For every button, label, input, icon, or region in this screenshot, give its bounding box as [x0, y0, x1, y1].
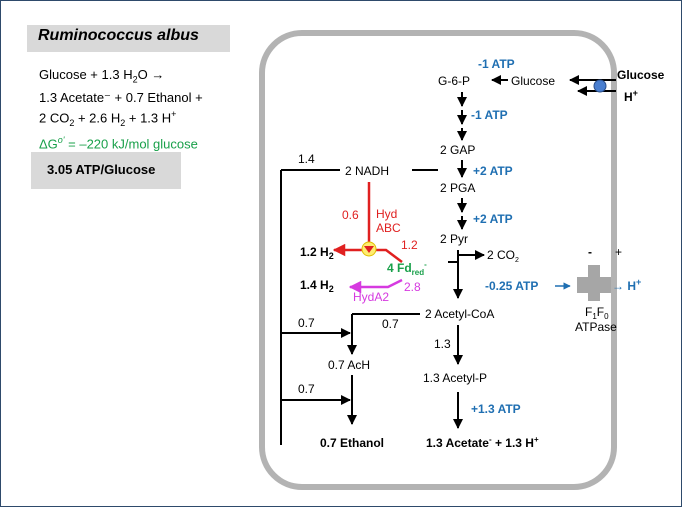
metabolite-g6p: G-6-P: [438, 74, 470, 88]
atp-yield-box: [31, 152, 181, 189]
product-acetate: 1.3 Acetate- + 1.3 H+: [426, 435, 539, 450]
metabolite-fd-red: 4 Fdred-: [387, 260, 427, 277]
external-proton: H+: [624, 88, 638, 104]
product-h2-hyda2: 1.4 H2: [300, 278, 334, 294]
transporter-icon: [593, 79, 607, 93]
equation-line-3: 2 CO2 + 2.6 H2 + 1.3 H+: [39, 108, 177, 128]
membrane-sign-minus: -: [588, 245, 592, 259]
free-energy: ΔGo' = –220 kJ/mol glucose: [39, 134, 198, 151]
flux-nadh-to-ethanol: 1.4: [298, 152, 315, 166]
proton-export: → H+: [612, 277, 641, 293]
hyda2-fd-line: [348, 278, 403, 294]
metabolite-ach: 0.7 AcH: [328, 358, 370, 372]
metabolite-pyr: 2 Pyr: [440, 232, 468, 246]
product-ethanol: 0.7 Ethanol: [320, 436, 384, 450]
hydabc-bifurcation-icon: [364, 246, 374, 253]
atpase-label: ATPase: [575, 320, 617, 334]
atp-label-atpase: -0.25 ATP: [485, 279, 538, 293]
enzyme-hydabc-line2: ABC: [376, 221, 401, 235]
flux-hydabc-fd: 1.2: [401, 238, 418, 252]
metabolite-glucose: Glucose: [511, 74, 555, 88]
equation-line-2: 1.3 Acetate⁻ + 0.7 Ethanol +: [39, 89, 203, 105]
overall-equation: Glucose + 1.3 H2O → 1.3 Acetate⁻ + 0.7 E…: [39, 66, 203, 152]
atp-label-pgk: +2 ATP: [473, 164, 513, 178]
flux-acetylcoa-to-acetylp: 1.3: [434, 337, 451, 351]
enzyme-hydabc-line1: Hyd: [376, 207, 397, 221]
product-co2: 2 CO2: [487, 248, 519, 264]
atp-label-hexokinase: -1 ATP: [478, 57, 515, 71]
enzyme-hyda2: HydA2: [353, 290, 389, 304]
organism-title: Ruminococcus albus: [38, 27, 199, 44]
metabolite-gap: 2 GAP: [440, 143, 475, 157]
atp-yield-text: 3.05 ATP/Glucose: [47, 162, 156, 177]
product-h2-hydabc: 1.2 H2: [300, 245, 334, 261]
title-box: [27, 25, 230, 52]
atpase-f1f0: F1F0: [585, 305, 609, 321]
metabolite-acetylp: 1.3 Acetyl-P: [423, 371, 487, 385]
equation-line-1: Glucose + 1.3 H2O →: [39, 67, 165, 85]
cell-membrane: [259, 30, 617, 490]
flux-acetylcoa-to-ach: 0.7: [382, 317, 399, 331]
external-glucose: Glucose: [617, 68, 665, 82]
flux-nadh-to-ach: 0.7: [298, 316, 315, 330]
flux-nadh-to-ethanol-2: 0.7: [298, 382, 315, 396]
atp-label-acetate-kinase: +1.3 ATP: [471, 402, 521, 416]
metabolite-acetylcoa: 2 Acetyl-CoA: [425, 307, 494, 321]
metabolite-nadh: 2 NADH: [345, 164, 389, 178]
metabolite-pga: 2 PGA: [440, 181, 475, 195]
atp-label-pfk: -1 ATP: [471, 108, 508, 122]
atpase-stalk: [588, 265, 600, 301]
atp-label-pk: +2 ATP: [473, 212, 513, 226]
flux-hyda2: 2.8: [404, 280, 421, 294]
membrane-sign-plus: +: [615, 245, 622, 259]
flux-hydabc-nadh: 0.6: [342, 208, 359, 222]
